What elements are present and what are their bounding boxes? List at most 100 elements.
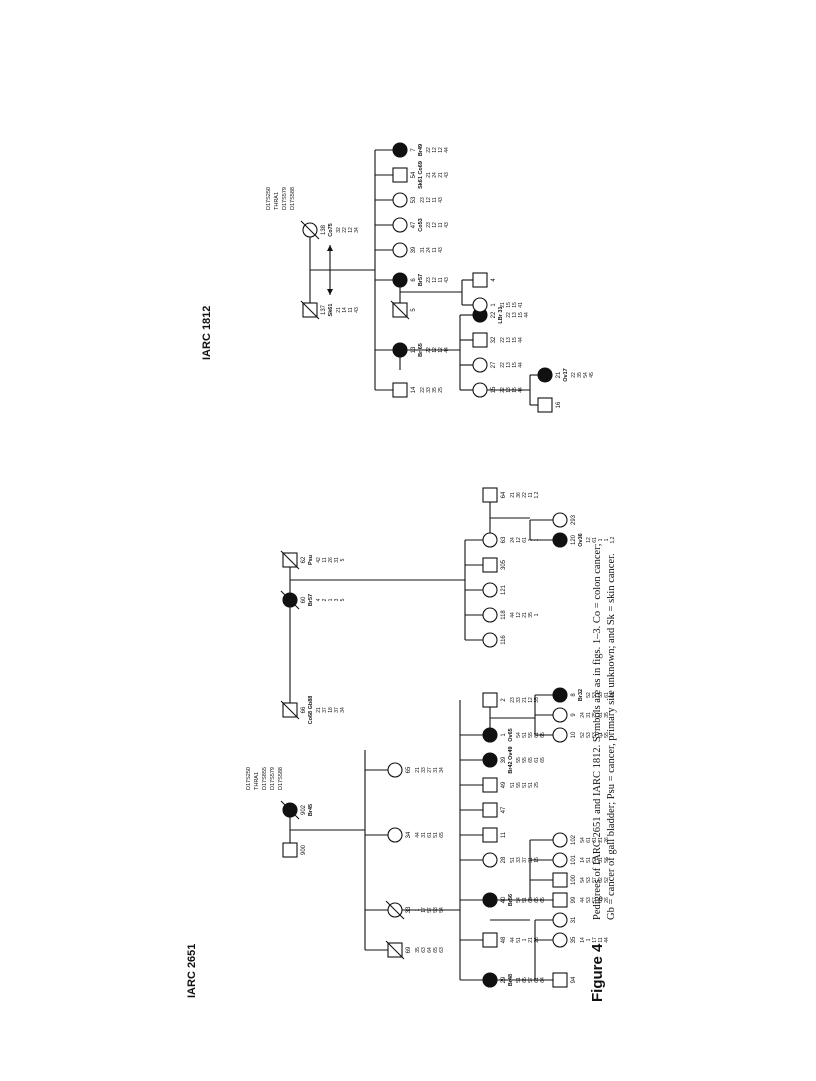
pedigree-iarc-2651-node-120-haplotype-3: 1 [604, 538, 610, 541]
pedigree-iarc-2651-node-34-haplotype-1: 31 [421, 832, 427, 838]
pedigree-iarc-2651-node-8-haplotype-2: 55 [598, 692, 604, 698]
pedigree-iarc-2651-node-1-haplotype-3: 61 [534, 732, 540, 738]
pedigree-iarc-2651-node-66-haplotype-2: 18 [328, 707, 334, 713]
pedigree-iarc-1812-node-15-haplotype-1: 13 [506, 387, 512, 393]
pedigree-iarc-2651-node-40-id: 40 [501, 896, 507, 903]
pedigree-iarc-2651-node-102-haplotype-2: 61 [592, 837, 598, 843]
pedigree-iarc-2651-node-34-female-symbol [387, 827, 403, 843]
pedigree-iarc-2651-node-101-id: 101 [571, 854, 577, 865]
figure-label: Figure 4 [589, 943, 606, 1002]
pedigree-title-1812: IARC 1812 [201, 306, 213, 360]
pedigree-iarc-1812-node-137-id: 137 [321, 304, 327, 315]
pedigree-iarc-2651-node-63-haplotype-1: 12 [516, 537, 522, 543]
pedigree-iarc-2651-node-48-haplotype-3: 21 [528, 937, 534, 943]
pedigree-iarc-2651-node-11-id: 11 [501, 831, 507, 838]
pedigree-iarc-2651-node-102-haplotype-0: 54 [580, 837, 586, 843]
pedigree-iarc-2651-node-69-haplotype-2: 64 [427, 947, 433, 953]
pedigree-iarc-1812-node-22-diagnosis: LBr 31 [498, 306, 504, 323]
pedigree-iarc-2651-node-902-id: 902 [301, 804, 307, 815]
pedigree-iarc-1812-node-13-haplotype-0: 22 [426, 347, 432, 353]
pedigree-iarc-1812-node-47-haplotype-1: 12 [432, 222, 438, 228]
pedigree-iarc-2651-node-118-haplotype-0: 44 [510, 612, 516, 618]
pedigree-iarc-2651-node-62-haplotype-3: 31 [334, 557, 340, 563]
pedigree-iarc-2651-node-29-haplotype-3: 61 [534, 977, 540, 983]
pedigree-iarc-2651-node-48-haplotype-1: 51 [516, 937, 522, 943]
pedigree-iarc-2651-node-305-male-symbol [482, 557, 498, 573]
pedigree-iarc-1812-node-53-haplotype-2: 11 [432, 197, 438, 202]
pedigree-iarc-1812-node-13-haplotype-1: 12 [432, 347, 438, 353]
pedigree-iarc-2651-node-100-male-symbol [552, 872, 568, 888]
pedigree-iarc-2651-node-60-deceased-slash [280, 590, 300, 610]
pedigree-iarc-2651-node-120-haplotype-1: 61 [592, 537, 598, 543]
pedigree-iarc-2651-node-121-female-symbol [482, 582, 498, 598]
pedigree-iarc-2651-node-120-haplotype-4: 1,2 [610, 536, 616, 543]
pedigree-iarc-1812-node-47-diagnosis: Co53 [418, 218, 424, 231]
pedigree-iarc-2651-node-62-haplotype-4: 5 [340, 558, 346, 561]
pedigree-iarc-2651-node-60-haplotype-2: 1 [328, 598, 334, 601]
pedigree-iarc-2651-node-33-deceased-slash [385, 900, 405, 920]
pedigree-iarc-1812-node-47-female-symbol [392, 217, 408, 233]
pedigree-iarc-2651-node-10-haplotype-4: 55 [604, 732, 610, 738]
pedigree-iarc-2651-node-28-haplotype-1: 33 [516, 857, 522, 863]
pedigree-iarc-2651-node-40-female-symbol [482, 892, 498, 908]
pedigree-iarc-2651-node-99-haplotype-0: 44 [580, 897, 586, 903]
pedigree-iarc-2651-node-2-id: 2 [501, 698, 507, 702]
pedigree-iarc-1812-node-7-diagnosis: Br49 [418, 144, 424, 156]
pedigree-iarc-2651-node-48-haplotype-4: 26 [534, 937, 540, 943]
pedigree-iarc-2651-node-35-female-symbol [552, 932, 568, 948]
pedigree-iarc-2651-node-63-id: 63 [501, 536, 507, 543]
pedigree-iarc-2651-node-65-id: 65 [406, 766, 412, 773]
pedigree-iarc-1812-node-13-id: 13 [411, 346, 417, 353]
marker-label: THRA1 [254, 772, 260, 790]
pedigree-iarc-2651-node-35-haplotype-2: 17 [592, 937, 598, 943]
pedigree-iarc-2651-node-28-female-symbol [482, 852, 498, 868]
pedigree-iarc-2651-node-100-haplotype-3: 62 [598, 877, 604, 883]
pedigree-iarc-1812-node-14-haplotype-0: 22 [420, 387, 426, 393]
pedigree-iarc-2651-node-2-haplotype-3: 12 [528, 697, 534, 703]
pedigree-iarc-1812-node-47-id: 47 [411, 221, 417, 228]
pedigree-iarc-1812-node-39-haplotype-3: 43 [438, 247, 444, 253]
pedigree-iarc-2651-node-120-female-symbol [552, 532, 568, 548]
pedigree-iarc-1812-node-1-haplotype-1: 15 [506, 302, 512, 308]
pedigree-iarc-2651-node-40-haplotype-0: 54 [516, 897, 522, 903]
pedigree-iarc-2651-node-33-haplotype-0: 1 [415, 908, 421, 911]
pedigree-iarc-1812-node-32-haplotype-1: 13 [506, 337, 512, 343]
pedigree-iarc-1812-node-7-haplotype-1: 12 [432, 147, 438, 153]
pedigree-iarc-2651-node-66-haplotype-3: 37 [334, 707, 340, 713]
pedigree-iarc-2651-node-1-haplotype-0: 54 [516, 732, 522, 738]
pedigree-iarc-2651-node-39-id: 39 [501, 756, 507, 763]
pedigree-iarc-2651-node-48-haplotype-0: 44 [510, 937, 516, 943]
pedigree-iarc-2651-node-63-haplotype-3: 1 [528, 538, 534, 541]
pedigree-iarc-1812-node-32-haplotype-2: 15 [512, 337, 518, 343]
pedigree-iarc-1812-node-14-haplotype-2: 35 [432, 387, 438, 393]
pedigree-iarc-2651-node-102-haplotype-3: 21 [598, 837, 604, 843]
pedigree-iarc-1812-node-27-id: 27 [491, 361, 497, 368]
pedigree-iarc-2651-node-33-id: 33 [406, 906, 412, 913]
pedigree-iarc-1812-node-7-female-symbol [392, 142, 408, 158]
pedigree-iarc-1812-node-39-id: 39 [411, 246, 417, 253]
pedigree-iarc-1812-node-137-haplotype-3: 43 [354, 307, 360, 313]
pedigree-iarc-1812-node-21-haplotype-2: 54 [583, 372, 589, 378]
pedigree-iarc-1812-node-137-haplotype-2: 11 [348, 307, 354, 312]
pedigree-iarc-1812-node-22-haplotype-3: 44 [524, 312, 530, 318]
pedigree-iarc-2651-node-49-haplotype-1: 55 [516, 782, 522, 788]
marker-label: D17S579 [282, 187, 288, 210]
pedigree-iarc-1812-node-27-haplotype-1: 13 [506, 362, 512, 368]
pedigree-iarc-1812-node-137-haplotype-1: 14 [342, 307, 348, 313]
pedigree-iarc-2651-node-99-haplotype-4: 26 [604, 897, 610, 903]
pedigree-iarc-2651-node-118-female-symbol [482, 607, 498, 623]
pedigree-iarc-2651-node-66-haplotype-4: 34 [340, 707, 346, 713]
pedigree-iarc-1812-node-22-haplotype-1: 13 [512, 312, 518, 318]
figure-caption-line: Gb = cancer of gall bladder; Psu = cance… [606, 553, 617, 920]
pedigree-iarc-2651-node-120-haplotype-0: 12 [586, 537, 592, 543]
pedigree-iarc-2651-node-69-id: 69 [406, 946, 412, 953]
pedigree-iarc-2651-node-33-haplotype-4: 54 [439, 907, 445, 913]
pedigree-iarc-2651-node-99-male-symbol [552, 892, 568, 908]
pedigree-iarc-2651-node-9-haplotype-3: 61 [598, 712, 604, 718]
pedigree-iarc-2651-node-40-haplotype-4: 65 [540, 897, 546, 903]
pedigree-iarc-2651-node-2-haplotype-1: 33 [516, 697, 522, 703]
pedigree-iarc-2651-node-293-id: 293 [571, 514, 577, 525]
marker-label: D17S250 [266, 187, 272, 210]
pedigree-iarc-2651-node-121-id: 121 [501, 584, 507, 595]
